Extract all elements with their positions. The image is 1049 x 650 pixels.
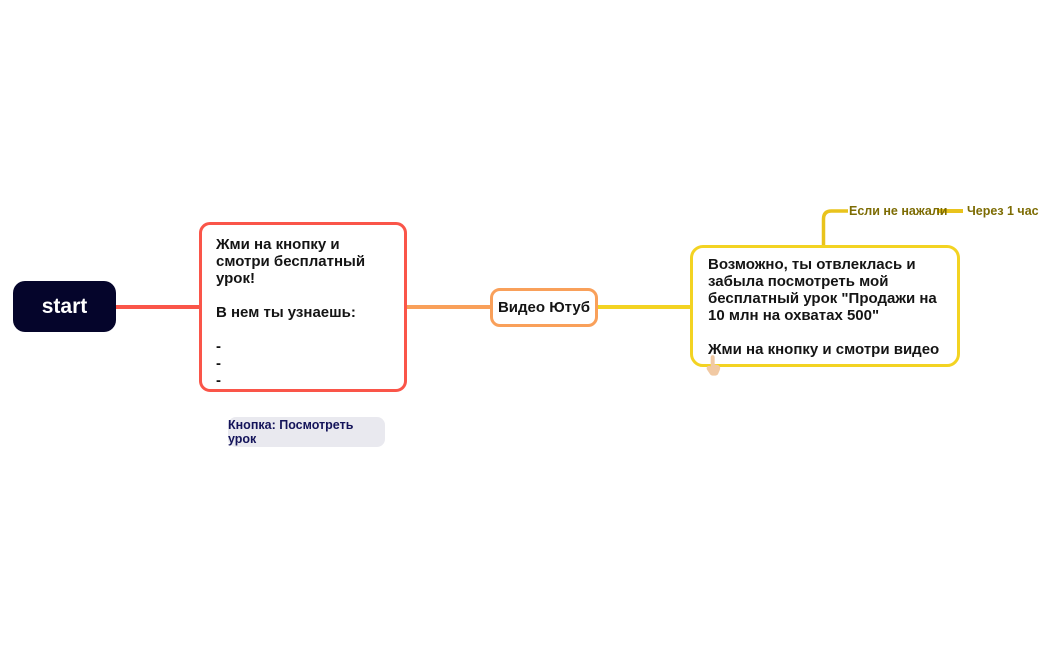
- branch-condition-label[interactable]: Если не нажали: [849, 204, 948, 218]
- reminder-message-node[interactable]: Возможно, ты отвлеклась и забыла посмотр…: [690, 245, 960, 367]
- branch-connector-dash: [937, 209, 963, 213]
- reminder-message-text: Возможно, ты отвлеклась и забыла посмотр…: [708, 256, 940, 358]
- lesson-button-chip-label: Кнопка: Посмотреть урок: [228, 418, 354, 446]
- edge-start-to-lesson: [114, 305, 200, 309]
- edge-video-to-reminder: [596, 305, 691, 309]
- start-node[interactable]: start: [13, 281, 116, 332]
- edge-lesson-to-video: [405, 305, 491, 309]
- branch-connector-elbow: [821, 209, 848, 250]
- video-node-label: Видео Ютуб: [497, 299, 591, 316]
- video-node[interactable]: Видео Ютуб: [490, 288, 598, 327]
- lesson-message-node[interactable]: Жми на кнопку и смотри бесплатный урок! …: [199, 222, 407, 392]
- branch-delay-label[interactable]: Через 1 час: [967, 204, 1039, 218]
- lesson-button-chip[interactable]: Кнопка: Посмотреть урок: [228, 417, 385, 447]
- hand-cursor-icon: [706, 355, 721, 376]
- start-node-label: start: [41, 294, 88, 318]
- lesson-message-text: Жми на кнопку и смотри бесплатный урок! …: [216, 236, 366, 389]
